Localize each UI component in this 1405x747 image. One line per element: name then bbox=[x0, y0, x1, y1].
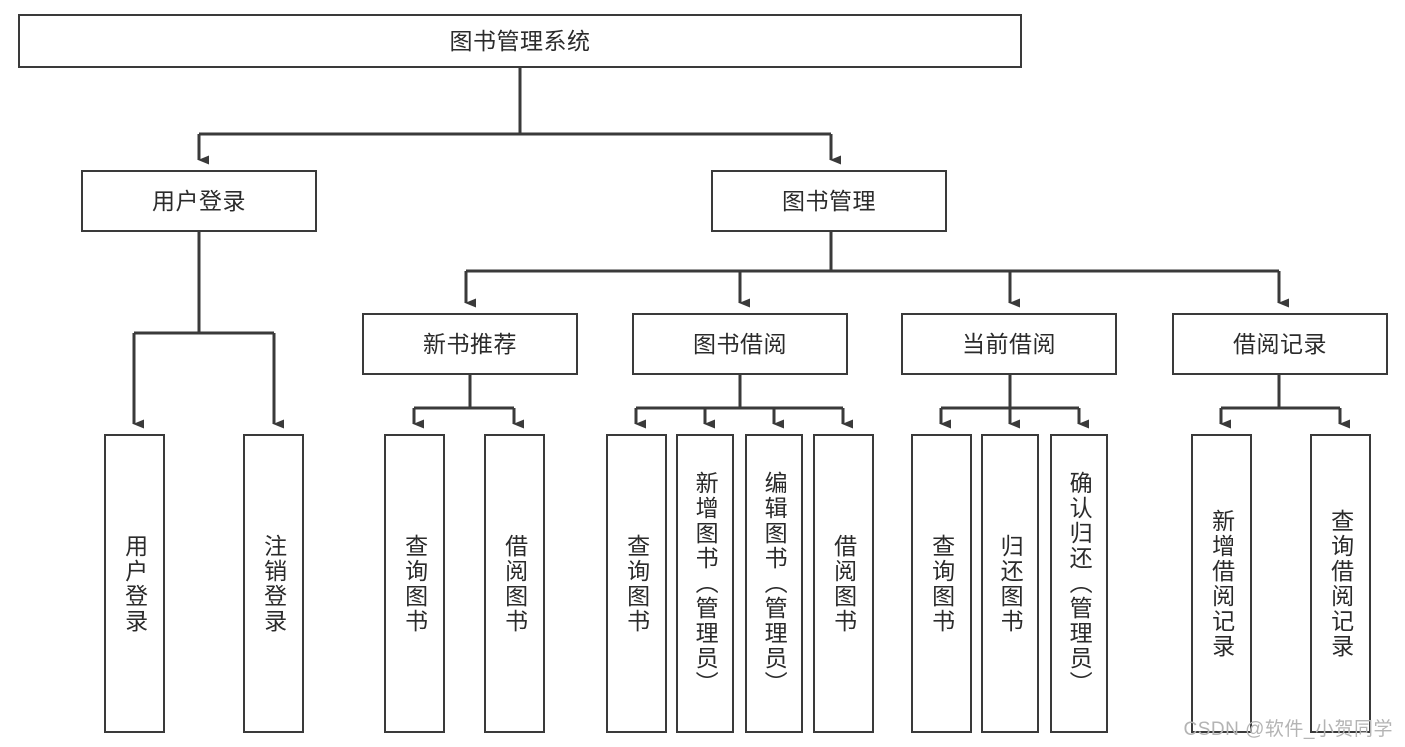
node-root[interactable]: 图书管理系统 bbox=[18, 14, 1022, 68]
node-current-borrow-label: 当前借阅 bbox=[962, 330, 1056, 357]
node-leaf-borrow-book-2[interactable]: 借阅图书 bbox=[813, 434, 874, 733]
node-book-management[interactable]: 图书管理 bbox=[711, 170, 947, 232]
node-leaf-return-book-label: 归还图书 bbox=[997, 533, 1024, 634]
node-book-borrow-label: 图书借阅 bbox=[693, 330, 787, 357]
node-leaf-confirm-return-label: 确认归还（管理员） bbox=[1066, 471, 1093, 696]
node-leaf-query-record-label: 查询借阅记录 bbox=[1327, 508, 1354, 659]
node-leaf-add-record-label: 新增借阅记录 bbox=[1208, 508, 1235, 659]
node-leaf-user-login[interactable]: 用户登录 bbox=[104, 434, 165, 733]
node-leaf-query-book-3[interactable]: 查询图书 bbox=[911, 434, 972, 733]
node-leaf-borrow-book-1[interactable]: 借阅图书 bbox=[484, 434, 545, 733]
node-leaf-query-book-2-label: 查询图书 bbox=[623, 533, 650, 634]
node-leaf-add-record[interactable]: 新增借阅记录 bbox=[1191, 434, 1252, 733]
node-leaf-logout-login-label: 注销登录 bbox=[260, 533, 287, 634]
node-leaf-edit-book-label: 编辑图书（管理员） bbox=[761, 471, 788, 696]
node-leaf-query-book-1[interactable]: 查询图书 bbox=[384, 434, 445, 733]
watermark-text: CSDN @软件_小贺同学 bbox=[1183, 719, 1393, 740]
node-leaf-query-book-3-label: 查询图书 bbox=[928, 533, 955, 634]
node-leaf-add-book[interactable]: 新增图书（管理员） bbox=[676, 434, 734, 733]
node-leaf-query-book-2[interactable]: 查询图书 bbox=[606, 434, 667, 733]
node-leaf-user-login-label: 用户登录 bbox=[121, 533, 148, 634]
node-book-management-label: 图书管理 bbox=[782, 187, 876, 214]
node-root-label: 图书管理系统 bbox=[449, 27, 591, 54]
node-leaf-logout-login[interactable]: 注销登录 bbox=[243, 434, 304, 733]
node-leaf-edit-book[interactable]: 编辑图书（管理员） bbox=[745, 434, 803, 733]
node-book-borrow[interactable]: 图书借阅 bbox=[632, 313, 848, 375]
node-leaf-borrow-book-2-label: 借阅图书 bbox=[830, 533, 857, 634]
node-current-borrow[interactable]: 当前借阅 bbox=[901, 313, 1117, 375]
node-new-book-recommend[interactable]: 新书推荐 bbox=[362, 313, 578, 375]
node-leaf-borrow-book-1-label: 借阅图书 bbox=[501, 533, 528, 634]
node-user-login-label: 用户登录 bbox=[152, 187, 246, 214]
node-borrow-record-label: 借阅记录 bbox=[1233, 330, 1327, 357]
node-borrow-record[interactable]: 借阅记录 bbox=[1172, 313, 1388, 375]
node-leaf-query-record[interactable]: 查询借阅记录 bbox=[1310, 434, 1371, 733]
node-new-book-recommend-label: 新书推荐 bbox=[423, 330, 517, 357]
node-leaf-add-book-label: 新增图书（管理员） bbox=[692, 471, 719, 696]
node-leaf-return-book[interactable]: 归还图书 bbox=[981, 434, 1039, 733]
node-user-login[interactable]: 用户登录 bbox=[81, 170, 317, 232]
node-leaf-confirm-return[interactable]: 确认归还（管理员） bbox=[1050, 434, 1108, 733]
node-leaf-query-book-1-label: 查询图书 bbox=[401, 533, 428, 634]
